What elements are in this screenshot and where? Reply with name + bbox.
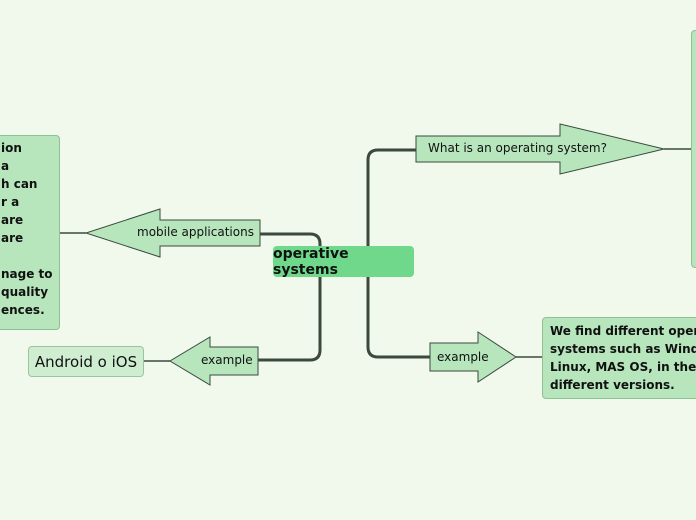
note-what-is[interactable] [691, 30, 696, 268]
connector-center-to-left-top [260, 232, 322, 246]
connector-center-to-right-top [366, 148, 416, 246]
central-topic[interactable]: operative systems [273, 245, 414, 278]
note-line: nage to [1, 267, 53, 281]
arrow-shape-example-right [429, 331, 517, 383]
note-line: h can [1, 177, 38, 191]
node-android-ios[interactable]: Android o iOS [28, 346, 144, 377]
node-example-left-label[interactable]: example [201, 353, 253, 367]
note-line: ences. [1, 303, 45, 317]
note-line: systems such as Window [550, 342, 696, 356]
note-line: are [1, 231, 24, 245]
note-line: r a [1, 195, 20, 209]
node-android-ios-label: Android o iOS [34, 352, 138, 371]
note-line: ion [1, 141, 22, 155]
connector-center-to-right-bottom [366, 277, 430, 359]
node-example-right-label[interactable]: example [437, 350, 489, 364]
note-line: We find different operat [550, 324, 696, 338]
arrow-shape-mobile-apps [84, 208, 261, 258]
note-line: a [1, 159, 10, 173]
node-mobile-apps-label[interactable]: mobile applications [137, 225, 254, 239]
node-what-is-label[interactable]: What is an operating system? [428, 141, 607, 155]
note-mobile-apps[interactable]: ion a h can r a are are nage to quality … [0, 135, 60, 330]
connector-center-to-left-bottom [258, 277, 322, 362]
note-line [1, 247, 59, 265]
note-example-right[interactable]: We find different operat systems such as… [542, 317, 696, 399]
arrow-shape-what-is [415, 123, 665, 175]
note-line: are [1, 213, 24, 227]
arrow-shape-example-left [169, 336, 259, 386]
note-line: different versions. [550, 378, 675, 392]
central-topic-label: operative systems [273, 245, 349, 278]
note-line: quality [1, 285, 49, 299]
note-line: Linux, MAS OS, in their [550, 360, 696, 374]
